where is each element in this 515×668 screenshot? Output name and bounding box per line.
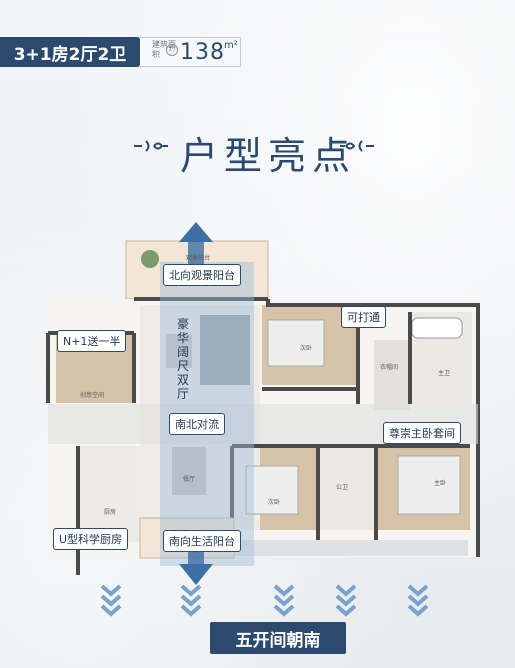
room-label-balcony: 观景阳台: [186, 255, 211, 262]
area-box: [140, 37, 241, 67]
arrow-up-icon: [179, 222, 213, 242]
room-label-creative: 创意空间: [80, 392, 105, 399]
room-label-master-bath: 主卫: [438, 370, 451, 377]
room-label-second-bedroom-top: 次卧: [300, 345, 313, 352]
callout-n-plus-one: N+1送一半: [57, 330, 127, 352]
callout-master-suite: 尊崇主卧套间: [383, 422, 461, 444]
room-label-second-bedroom-bottom: 次卧: [268, 499, 281, 506]
area-value: 138: [180, 40, 225, 65]
closet-floor: [374, 340, 410, 410]
room-label-master-bedroom: 主卧: [434, 480, 447, 487]
arrow-down-icon: [179, 564, 213, 585]
orientation-banner: 五开间朝南: [210, 622, 346, 654]
ornament-right-icon: [340, 140, 374, 152]
page-title: 户型亮点: [180, 134, 357, 178]
bed-bottom: [245, 465, 299, 515]
area-approx-mark: 约: [166, 44, 178, 56]
callout-kitchen: U型科学厨房: [53, 528, 129, 550]
kitchen-floor: [78, 446, 140, 542]
chevron-down-icon: [180, 584, 202, 617]
area-caption: 建筑面积: [152, 40, 176, 59]
callout-openable: 可打通: [341, 306, 386, 328]
callout-ventilation: 南北对流: [169, 413, 225, 435]
chevron-down-icon: [335, 584, 357, 617]
chevron-down-icon: [273, 584, 295, 617]
south-window-strip: [232, 540, 468, 556]
public-bath-floor: [320, 446, 374, 530]
bathtub: [411, 317, 463, 339]
room-label-closet: 衣帽间: [380, 364, 399, 371]
living-table: [166, 334, 192, 368]
sofa: [200, 315, 250, 385]
chevron-down-icon: [100, 584, 122, 617]
bed-top: [267, 319, 325, 367]
chevron-down-icon: [407, 584, 429, 617]
room-label-public-bath: 公卫: [336, 484, 349, 491]
dining-table: [172, 447, 206, 495]
room-label-dining: 餐厅: [183, 476, 196, 483]
layout-badge: 3+1房2厅2卫: [0, 37, 140, 67]
callout-north-balcony: 北向观景阳台: [163, 264, 241, 286]
ornament-left-icon: [134, 140, 168, 152]
room-label-kitchen: 厨房: [104, 509, 117, 516]
bed-master: [397, 455, 461, 515]
callout-south-balcony: 南向生活阳台: [163, 530, 241, 552]
plant-icon: [141, 250, 159, 268]
area-unit: m²: [224, 40, 238, 51]
callout-living: 豪华阔尺双厅: [176, 317, 189, 401]
